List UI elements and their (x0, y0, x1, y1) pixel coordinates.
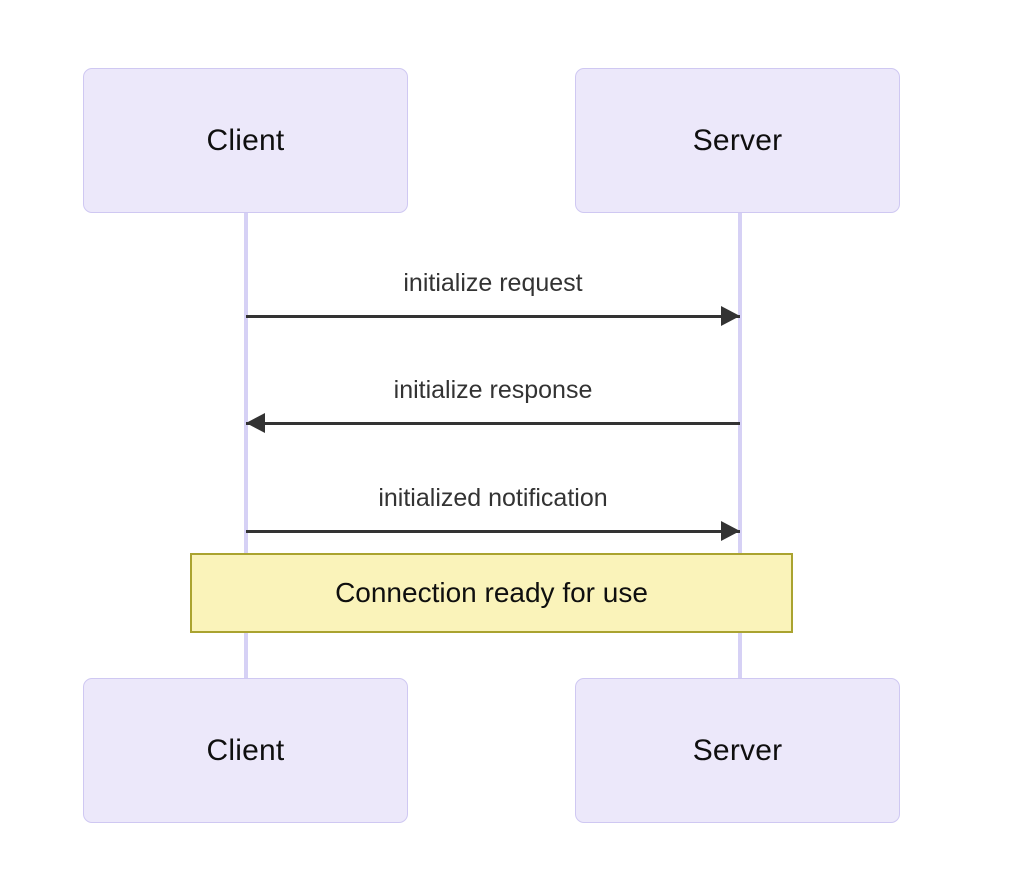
lifeline-server (738, 212, 742, 680)
message-label-initialize-request: initialize request (403, 269, 583, 297)
arrowhead-right-icon (721, 306, 740, 327)
message-line-initialize-response (246, 422, 740, 425)
participant-label-client-bottom: Client (206, 733, 285, 767)
message-line-initialize-request (246, 315, 740, 318)
message-line-initialized-notification (246, 530, 740, 533)
participant-box-client-top: Client (83, 68, 408, 213)
message-initialize-request: initialize request (246, 252, 740, 327)
arrowhead-left-icon (246, 413, 265, 434)
participant-box-client-bottom: Client (83, 678, 408, 823)
message-label-initialized-notification: initialized notification (378, 484, 608, 512)
message-initialized-notification: initialized notification (246, 467, 740, 542)
participant-label-server-top: Server (692, 123, 783, 157)
participant-box-server-bottom: Server (575, 678, 900, 823)
message-label-initialize-response: initialize response (393, 376, 593, 404)
note-label-connection-ready: Connection ready for use (335, 577, 648, 608)
lifeline-client (244, 212, 248, 680)
note-connection-ready: Connection ready for use (190, 553, 793, 633)
arrowhead-right-icon (721, 521, 740, 542)
participant-label-server-bottom: Server (692, 733, 783, 767)
participant-box-server-top: Server (575, 68, 900, 213)
participant-label-client-top: Client (206, 123, 285, 157)
message-initialize-response: initialize response (246, 359, 740, 434)
